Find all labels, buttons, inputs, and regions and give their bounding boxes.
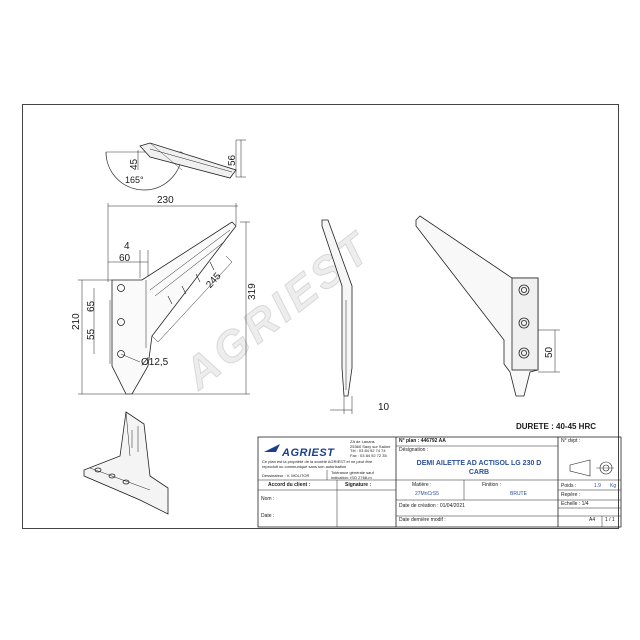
top-view — [105, 139, 246, 191]
dim-4: 4 — [124, 241, 130, 252]
designation-label: Désignation : — [399, 447, 429, 453]
repere-label: Repère : — [561, 492, 581, 498]
dim-56: 56 — [227, 154, 238, 166]
designation-line: CARB — [468, 468, 490, 476]
page-label: 1 / 1 — [605, 517, 615, 523]
last-modified-label: Date dernière modif : — [399, 517, 446, 523]
finition-value: BRUTE — [510, 491, 527, 497]
matiere-value: 27MnCrS5 — [415, 491, 439, 497]
dim-10: 10 — [378, 402, 390, 413]
dim-diameter-12-5: Ø12,5 — [141, 357, 169, 368]
accord-client-label: Accord du client : — [268, 482, 311, 488]
signature-label: Signature : — [345, 482, 372, 488]
hardness-note: DURETE : 40-45 HRC — [516, 422, 597, 431]
side-view — [321, 219, 353, 414]
finition-label: Finition : — [482, 482, 501, 488]
dessinateur-label: Dessinateur : V. MOLITOR — [262, 473, 310, 478]
dim-165: 165° — [125, 175, 144, 185]
company-address: ZA de Lanans 25360 Saxy sur Saône Tél : … — [350, 439, 391, 458]
format-label: A4 — [589, 517, 596, 523]
address-line: 25360 Saxy sur Saône — [350, 443, 391, 449]
back-view — [415, 215, 560, 397]
date-label: Date : — [261, 513, 275, 519]
title-block-grid — [257, 436, 622, 528]
notice-line: Ce plan est la propriété de la société A… — [262, 459, 373, 464]
tolerance-line: Tolérance générale sauf — [331, 470, 374, 475]
nom-label: Nom : — [261, 496, 275, 502]
poids-value: 1.9 — [594, 483, 601, 489]
dim-60: 60 — [119, 253, 131, 264]
ownership-notice: Ce plan est la propriété de la société A… — [262, 459, 373, 469]
address-line: Fax : 03 84 92 72 35 — [350, 452, 387, 458]
company-logo: AGRIEST — [282, 447, 335, 459]
matiere-label: Matière : — [412, 482, 432, 488]
drawing-frame — [22, 104, 619, 529]
plan-number: N° plan : 446792 AA — [399, 438, 446, 444]
poids-unit: Kg — [610, 483, 617, 489]
front-view — [78, 203, 250, 395]
echelle-label: Echelle : 1/4 — [561, 501, 589, 507]
dim-50: 50 — [544, 346, 555, 358]
isometric-view — [83, 411, 169, 515]
poids-label: Poids : — [561, 483, 577, 489]
dim-319: 319 — [247, 283, 258, 300]
dim-45: 45 — [129, 158, 140, 170]
designation-line: DEMI AILETTE AD ACTISOL LG 230 D — [416, 460, 542, 467]
dim-55: 55 — [86, 328, 97, 340]
address-line: Tél : 03 84 92 74 74 — [350, 448, 386, 454]
tolerance-note: Tolérance générale sauf indication: ISO … — [331, 470, 374, 480]
dim-210: 210 — [71, 313, 82, 330]
address-line: ZA de Lanans — [350, 439, 375, 444]
ndvpt-label: N° dvpt : — [561, 438, 581, 444]
dim-65: 65 — [86, 300, 97, 312]
dim-230: 230 — [157, 195, 174, 206]
tolerance-line: indication: ISO 2768-m — [331, 474, 372, 480]
designation-value: DEMI AILETTE AD ACTISOL LG 230 D CARB — [404, 460, 554, 478]
creation-date: Date de création : 01/04/2021 — [399, 503, 465, 509]
notice-line: reproduit ou communiqué sans son autoris… — [262, 463, 347, 469]
